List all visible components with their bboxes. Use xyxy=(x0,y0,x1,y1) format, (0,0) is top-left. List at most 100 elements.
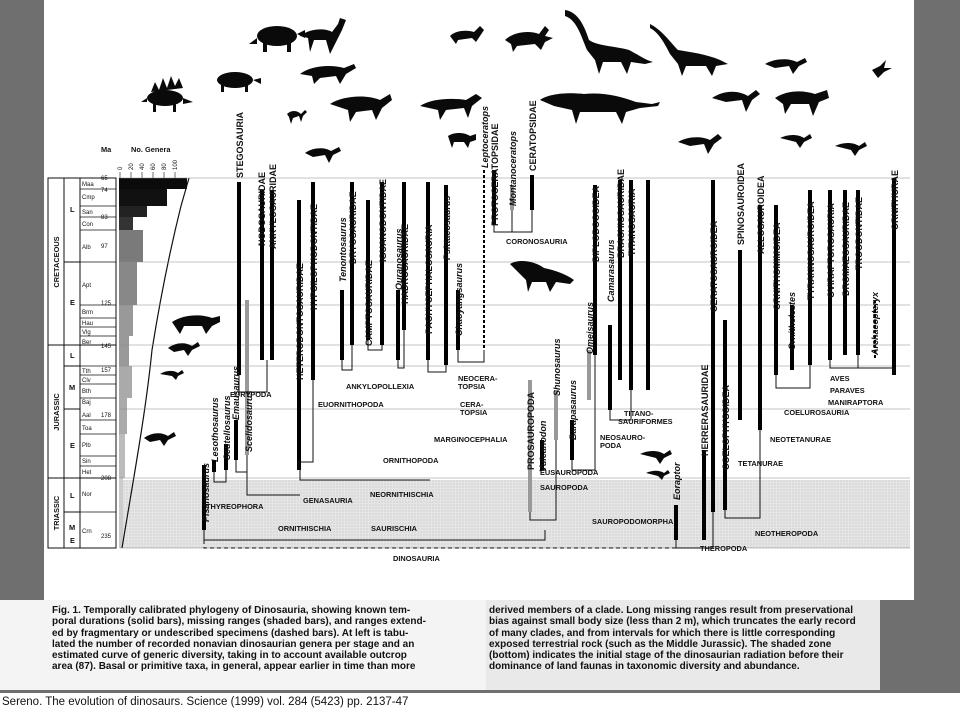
stage-label: Tth xyxy=(82,369,91,375)
clade-label: TETANURAE xyxy=(738,459,783,468)
genera-tick-label: 60 xyxy=(151,163,157,170)
caption-line: lated the number of recorded nonavian di… xyxy=(52,639,482,650)
caption-line: bias against small body size (less than … xyxy=(489,616,879,627)
taxon-label: OVIRAPTOROSAURIA xyxy=(826,203,836,298)
clade-label: SAURISCHIA xyxy=(371,524,418,533)
time-scale: CRETACEOUS JURASSIC TRIASSIC L E L M E L… xyxy=(48,178,116,548)
theropod-silhouette xyxy=(678,134,722,154)
genera-tick-label: 40 xyxy=(140,163,146,170)
stage-label: Aal xyxy=(82,413,91,419)
stage-label: Con xyxy=(82,222,93,228)
stage-label: Het xyxy=(82,470,92,476)
stage-label: Alb xyxy=(82,245,91,251)
caption-line: (bottom) indicates the initial stage of … xyxy=(489,650,879,661)
stage-label: Crn xyxy=(82,529,92,535)
stage-label: San xyxy=(82,210,93,216)
tyrannosaur-silhouette xyxy=(775,90,829,116)
clade-label: PODA xyxy=(600,441,622,450)
small-biped-silhouette xyxy=(287,110,307,124)
period-label: TRIASSIC xyxy=(52,495,61,530)
taxon-label: PROTOCERATOPSIDAE xyxy=(490,123,500,226)
taxon-label: PACHYCEPHALOSAURIA xyxy=(424,224,434,334)
small-ornithopod-silhouette xyxy=(305,147,341,163)
caption-line: estimated curve of generic diversity, ta… xyxy=(52,650,482,661)
ma-tick-label: 235 xyxy=(101,534,112,540)
taxon-label: NODOSAURIDAE xyxy=(257,172,267,246)
stage-label: Baj xyxy=(82,400,91,406)
taxon-label: Vulcanodon xyxy=(538,420,548,472)
ankylosaur-silhouette xyxy=(249,26,305,52)
epoch-label: L xyxy=(70,491,75,500)
tree-branch xyxy=(299,380,313,470)
clade-label: SAUROPODOMORPHA xyxy=(592,517,674,526)
taxon-label: Shunosaurus xyxy=(552,338,562,396)
taxon-label: ORNITHURAE xyxy=(890,170,900,230)
taxon-label: Archaeopteryx xyxy=(870,291,880,356)
clade-label: TOPSIA xyxy=(458,382,486,391)
stage-label: Hau xyxy=(82,321,93,327)
taxon-label: HYPSILOPHODONTIDAE xyxy=(309,204,319,310)
stage-label: Bth xyxy=(82,389,91,395)
protoceratops-silhouette xyxy=(450,26,484,44)
taxon-label: DIPLODOCOIDEA xyxy=(591,185,601,262)
taxon-label: HETERODONTOSAURIDAE xyxy=(295,263,305,380)
clade-label: COELUROSAURIA xyxy=(784,408,850,417)
ornithopod-silhouette xyxy=(300,64,356,84)
taxon-label: HERRERASAURIDAE xyxy=(700,364,710,456)
scelidosaurus-silhouette xyxy=(172,315,220,334)
theropod-silhouette xyxy=(712,90,760,112)
tree-branch xyxy=(239,360,267,392)
clade-label: EUORNITHOPODA xyxy=(318,400,384,409)
clade-label: THEROPODA xyxy=(700,544,748,553)
stage-label: Brm xyxy=(82,310,93,316)
epoch-label: L xyxy=(70,351,75,360)
pachycephalosaur-silhouette xyxy=(420,94,482,120)
taxon-label: Camarasaurus xyxy=(606,239,616,302)
clade-label: EURYPODA xyxy=(230,390,272,399)
stage-label: Maa xyxy=(82,182,94,188)
clade-label: CORONOSAURIA xyxy=(506,237,568,246)
taxon-label: SPINOSAUROIDEA xyxy=(736,162,746,245)
stage-label: Clv xyxy=(82,378,91,384)
caption-line: of many clades, and from intervals for w… xyxy=(489,628,879,639)
taxon-label: CAMPTOSAURIDAE xyxy=(364,260,374,346)
clade-label: DINOSAURIA xyxy=(393,554,440,563)
taxon-label: Leptoceratops xyxy=(480,106,490,168)
citation-bar: Sereno. The evolution of dinosaurs. Scie… xyxy=(0,693,960,720)
clade-label: AVES xyxy=(830,374,850,383)
taxon-label: DRYOSAURIDAE xyxy=(348,191,358,264)
basal-ornithischian-silhouette xyxy=(168,342,200,356)
taxon-label: Barapasaurus xyxy=(568,380,578,440)
epoch-label: M xyxy=(69,523,75,532)
taxon-label: TITANOSAURIA xyxy=(627,188,637,256)
psittacosaurus-silhouette xyxy=(448,133,476,148)
ma-tick-label: 97 xyxy=(101,244,108,250)
ankylosaur-silhouette xyxy=(217,72,261,92)
ma-tick-label: 157 xyxy=(101,368,112,374)
genera-tick-label: 80 xyxy=(162,163,168,170)
clade-label: GENASAURIA xyxy=(303,496,353,505)
taxon-label: Ornitholestes xyxy=(787,292,797,350)
ma-tick-label: 83 xyxy=(101,215,108,221)
clade-label: EUSAUROPODA xyxy=(540,468,599,477)
caption-right: derived members of a clade. Long missing… xyxy=(489,605,879,673)
caption-line: Fig. 1. Temporally calibrated phylogeny … xyxy=(52,605,482,616)
taxon-label: ORNITHOMIMOIDEA xyxy=(772,222,782,310)
triceratops-silhouette xyxy=(505,26,553,52)
taxon-label: COELOPHYSOIDEA xyxy=(721,384,731,470)
pisanosaurus-silhouette xyxy=(144,432,176,446)
basal-ornithischian-silhouette xyxy=(160,370,184,380)
epoch-label: M xyxy=(69,383,75,392)
taxon-label: Pisanosaurus xyxy=(201,463,211,522)
caption-left: Fig. 1. Temporally calibrated phylogeny … xyxy=(52,605,482,673)
sauropod-silhouette xyxy=(565,10,653,74)
eoraptor-silhouette xyxy=(640,450,672,464)
clade-label: SAURIFORMES xyxy=(618,417,673,426)
genera-tick-label: 100 xyxy=(173,159,179,170)
stage-label: Ber xyxy=(82,340,91,346)
taxon-label: TYRANNOSAUROIDEA xyxy=(806,201,816,300)
clade-label: ANKYLOPOLLEXIA xyxy=(346,382,415,391)
bird-silhouette xyxy=(872,60,892,78)
tree-branch xyxy=(458,350,484,362)
stage-label: Plb xyxy=(82,443,91,449)
